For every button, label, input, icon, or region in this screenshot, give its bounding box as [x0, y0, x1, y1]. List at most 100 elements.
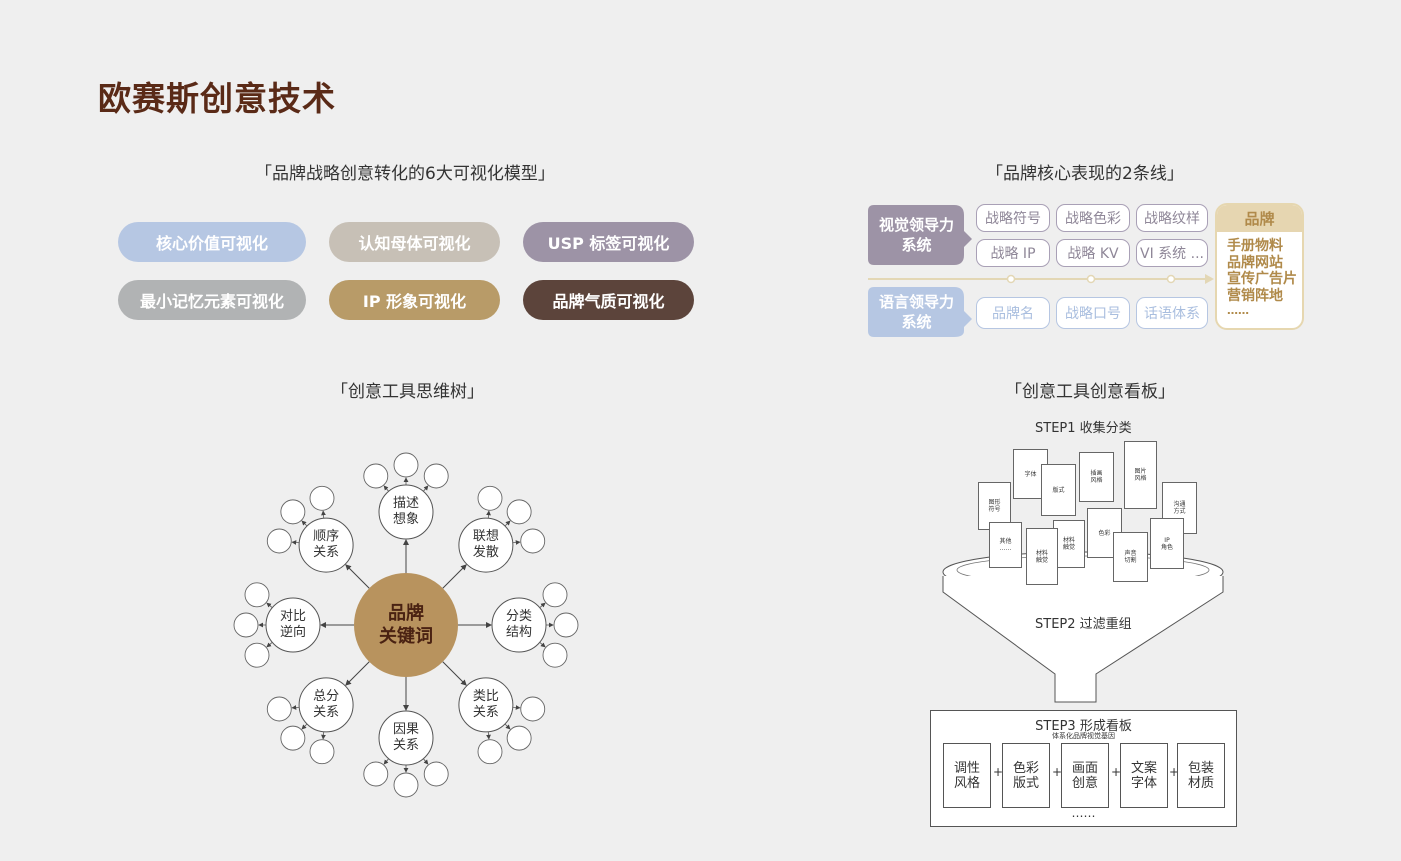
leaf-arrow: [383, 485, 389, 492]
branch-node: [458, 677, 514, 733]
tag-brand-name: 品牌名: [976, 297, 1050, 329]
section-title-mind-tree: 「创意工具思维树」: [331, 382, 484, 402]
plus-icon: +: [1111, 765, 1122, 779]
card-other: 其他……: [989, 522, 1022, 568]
brand-item: 宣传广告片: [1227, 271, 1297, 287]
leaf-node: [266, 528, 292, 554]
board-item-tone: 调性风格: [943, 743, 991, 808]
leaf-arrow: [266, 642, 273, 648]
leaf-node: [423, 761, 449, 787]
board-item-text: 文案字体: [1130, 760, 1157, 791]
leaf-node: [244, 642, 270, 668]
section-title-visual-models: 「品牌战略创意转化的6大可视化模型」: [255, 164, 555, 184]
board-item-text: 画面创意: [1071, 760, 1098, 791]
leaf-arrow: [504, 520, 511, 527]
leaf-arrow: [486, 731, 491, 740]
leaf-arrow: [291, 540, 300, 545]
leaf-arrow: [423, 485, 429, 492]
leaf-arrow: [291, 705, 300, 710]
page-title: 欧赛斯创意技术: [98, 79, 336, 118]
branch-label: 因果关系: [392, 722, 419, 753]
card-text: 材料触觉: [1035, 549, 1048, 564]
card-text: 插画风格: [1090, 470, 1103, 484]
visual-system-label: 视觉领导力 系统: [868, 205, 965, 265]
leaf-arrow: [504, 723, 511, 730]
branch-label: 对比逆向: [279, 609, 306, 640]
leaf-node: [520, 528, 546, 554]
leaf-node: [506, 499, 532, 525]
lines-connector: [868, 205, 1214, 337]
leaf-arrow: [321, 731, 326, 740]
leaf-node: [542, 582, 568, 608]
brand-box-list: 手册物料 品牌网站 宣传广告片 营销阵地 ……: [1217, 232, 1302, 318]
tag-strategic-symbol: 战略符号: [976, 204, 1050, 232]
leaf-node: [553, 612, 579, 638]
board-item-text: 调性风格: [953, 760, 980, 791]
step3-subtitle: 体系化品牌视觉基因: [1052, 732, 1115, 740]
brand-box-header: 品牌: [1217, 205, 1302, 232]
language-system-line1: 语言领导力: [878, 293, 954, 311]
language-system-line2: 系统: [901, 313, 932, 331]
tag-vi-system: VI 系统 ...: [1136, 239, 1208, 267]
card-text: 声音切割: [1124, 550, 1137, 564]
branch-arrow: [345, 564, 370, 589]
brand-box: 品牌 手册物料 品牌网站 宣传广告片 营销阵地 ……: [1215, 203, 1304, 330]
leaf-node: [233, 612, 259, 638]
pill-usp-tag: USP 标签可视化: [523, 222, 694, 262]
branch-label: 分类结构: [505, 609, 532, 640]
card-layout: 版式: [1041, 464, 1076, 516]
visual-system-line1: 视觉领导力: [878, 216, 954, 234]
plus-icon: +: [1169, 765, 1180, 779]
leaf-arrow: [512, 540, 521, 545]
brand-item: ……: [1227, 304, 1249, 317]
leaf-arrow: [512, 705, 521, 710]
pill-core-value: 核心价值可视化: [118, 222, 306, 262]
branch-node: [265, 597, 321, 653]
card-text: 图片风格: [1134, 468, 1147, 482]
branch-node: [378, 484, 434, 540]
card-sound: 声音切割: [1113, 532, 1148, 582]
board-item-color: 色彩版式: [1002, 743, 1050, 808]
leaf-arrow: [301, 723, 308, 730]
card-illustration: 插画风格: [1079, 452, 1114, 502]
branch-arrow: [442, 661, 467, 686]
card-text: 图形符号: [988, 499, 1001, 513]
board-item-visual: 画面创意: [1061, 743, 1109, 808]
leaf-node: [363, 463, 389, 489]
leaf-node: [363, 761, 389, 787]
card-material-b: 材料触觉: [1026, 528, 1058, 585]
tag-strategic-kv: 战略 KV: [1056, 239, 1130, 267]
board-ellipsis: ……: [1071, 806, 1096, 820]
branch-label: 类比关系: [472, 688, 499, 720]
card-graphic-symbol: 图形符号: [978, 482, 1011, 530]
card-text: 其他……: [999, 538, 1012, 552]
branch-node: [458, 517, 514, 573]
leaf-node: [477, 739, 503, 765]
tag-discourse-system: 话语体系: [1136, 297, 1208, 329]
branch-label: 顺序关系: [313, 529, 340, 561]
pill-brand-temperament: 品牌气质可视化: [523, 280, 694, 320]
brand-item: 手册物料: [1227, 238, 1283, 254]
leaf-arrow: [266, 602, 273, 608]
leaf-arrow: [321, 510, 326, 519]
branch-node: [298, 517, 354, 573]
leaf-arrow: [383, 758, 389, 765]
leaf-node: [309, 485, 335, 511]
visual-system-line2: 系统: [901, 236, 932, 254]
leaf-arrow: [301, 520, 308, 527]
leaf-node: [280, 499, 306, 525]
tag-strategic-ip: 战略 IP: [976, 239, 1050, 267]
branch-label: 描述想象: [392, 496, 419, 527]
brand-item: 营销阵地: [1227, 287, 1283, 304]
brand-item: 品牌网站: [1227, 254, 1283, 271]
mind-tree-graphic: [233, 452, 579, 798]
leaf-node: [309, 739, 335, 765]
pill-min-memory: 最小记忆元素可视化: [118, 280, 306, 320]
tag-strategic-pattern: 战略纹样: [1136, 204, 1208, 232]
tag-strategic-slogan: 战略口号: [1056, 297, 1130, 329]
leaf-node: [266, 696, 292, 722]
center-node: [354, 573, 458, 677]
leaf-node: [423, 463, 449, 489]
